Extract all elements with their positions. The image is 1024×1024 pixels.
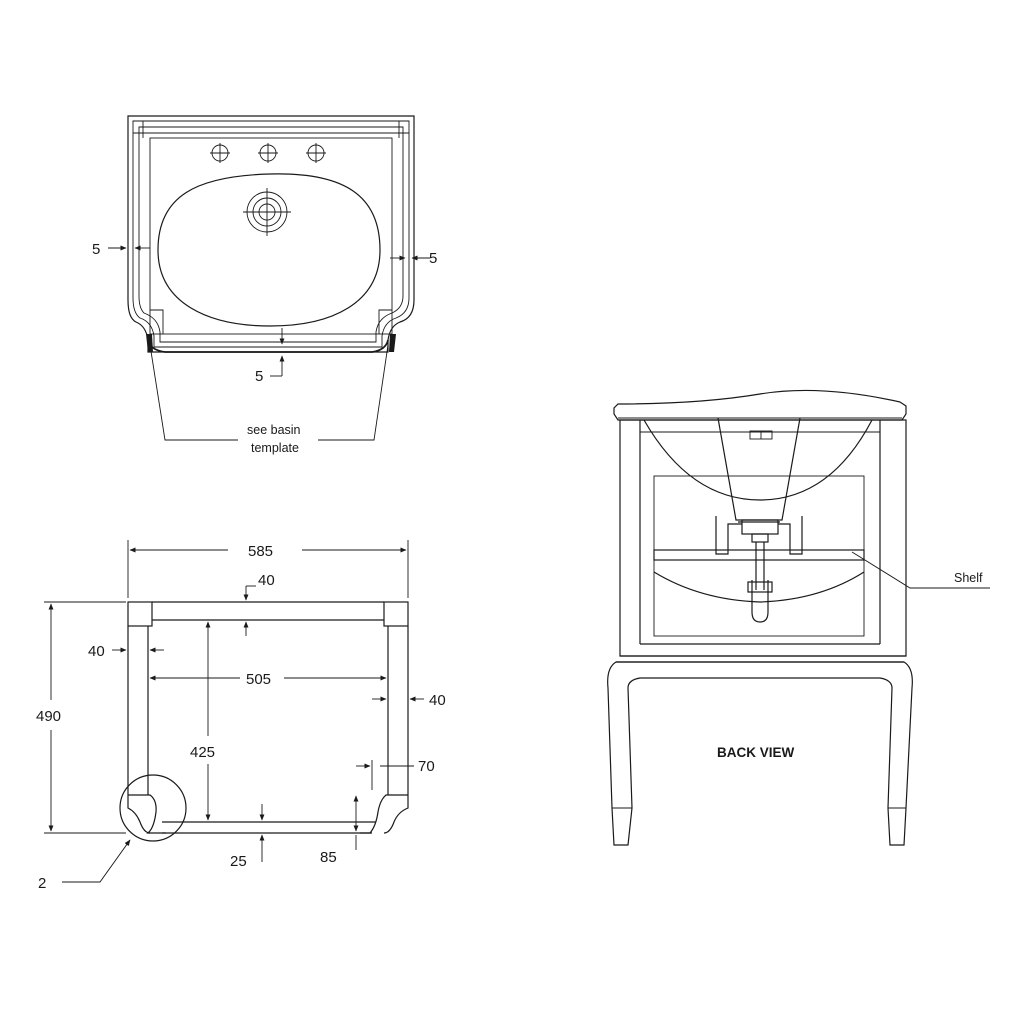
back-view-title: BACK VIEW	[717, 745, 795, 760]
template-leader	[149, 344, 238, 441]
note-see-basin: see basin	[247, 423, 301, 437]
dim-right-5: 5	[429, 250, 437, 267]
shelf	[653, 549, 865, 561]
basin-top-slab	[613, 389, 907, 421]
basin-top-view: 5 5 5 see basin template	[92, 115, 437, 455]
trap-pipe	[751, 580, 769, 623]
leg-left	[607, 661, 913, 846]
shelf-leader	[851, 551, 990, 589]
leg-bottom-right	[360, 794, 408, 834]
basin-outline-outer	[127, 115, 415, 353]
dim-corner-70: 70	[418, 758, 435, 775]
dim-leg-left-40: 40	[88, 643, 105, 660]
cabinet-frame	[619, 419, 907, 657]
dim-depth-490: 490	[36, 708, 61, 725]
tap-hole-right-icon	[306, 143, 326, 163]
basin-outline-3	[138, 126, 404, 343]
basin-bowl	[157, 173, 381, 327]
leg-bottom-left	[128, 794, 166, 834]
dim-bottom-rail-25: 25	[230, 853, 247, 870]
dim-width-585: 585	[248, 543, 273, 560]
leg-top-left	[127, 601, 153, 627]
basin-deck	[149, 137, 393, 335]
tap-hole-left-icon	[210, 143, 230, 163]
note-template: template	[251, 441, 299, 455]
dim-bottom-5: 5	[255, 368, 263, 385]
dim-leg-right-40: 40	[429, 692, 446, 709]
back-view: Shelf BACK VIEW	[607, 389, 990, 846]
leg-top-right	[383, 601, 409, 627]
tap-hole-center-icon	[258, 143, 278, 163]
shelf-label: Shelf	[954, 571, 983, 585]
dim-inner-505: 505	[246, 671, 271, 688]
detail-callout-2: 2	[38, 875, 46, 892]
dim-inner-425: 425	[190, 744, 215, 761]
waste-outlet-icon	[243, 188, 291, 236]
detail-circle	[119, 774, 187, 842]
waste-cone	[717, 417, 801, 521]
dim-left-5: 5	[92, 241, 100, 258]
dim-corner-85: 85	[320, 849, 337, 866]
dim-rail-top-40: 40	[258, 572, 275, 589]
basin-bowl-arc	[643, 419, 873, 501]
frame-plan-view: 585 40 40 505 40 490 425 70	[36, 540, 446, 892]
basin-outline-2	[132, 120, 410, 348]
